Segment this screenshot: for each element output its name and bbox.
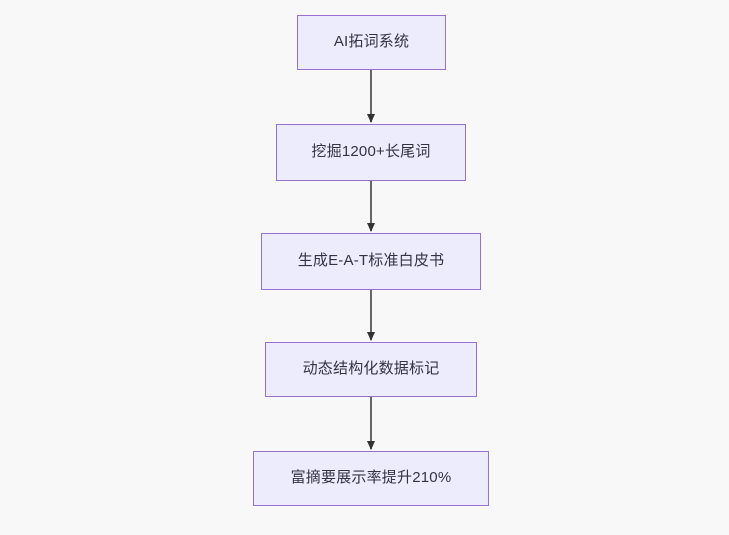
flow-node-rich-snippet-impression-uplift[interactable]: 富摘要展示率提升210%: [253, 451, 489, 506]
flow-node-ai-keyword-system[interactable]: AI拓词系统: [297, 15, 446, 70]
flow-node-label: 富摘要展示率提升210%: [290, 469, 452, 487]
flow-node-label: AI拓词系统: [333, 33, 410, 51]
flow-node-label: 挖掘1200+长尾词: [311, 143, 431, 161]
flow-node-label: 动态结构化数据标记: [302, 360, 440, 378]
flow-node-label: 生成E-A-T标准白皮书: [297, 252, 445, 270]
flow-node-dynamic-structured-data-markup[interactable]: 动态结构化数据标记: [265, 342, 477, 397]
flow-node-mine-longtail-keywords[interactable]: 挖掘1200+长尾词: [276, 124, 466, 181]
flow-node-generate-eat-whitepaper[interactable]: 生成E-A-T标准白皮书: [261, 233, 481, 290]
